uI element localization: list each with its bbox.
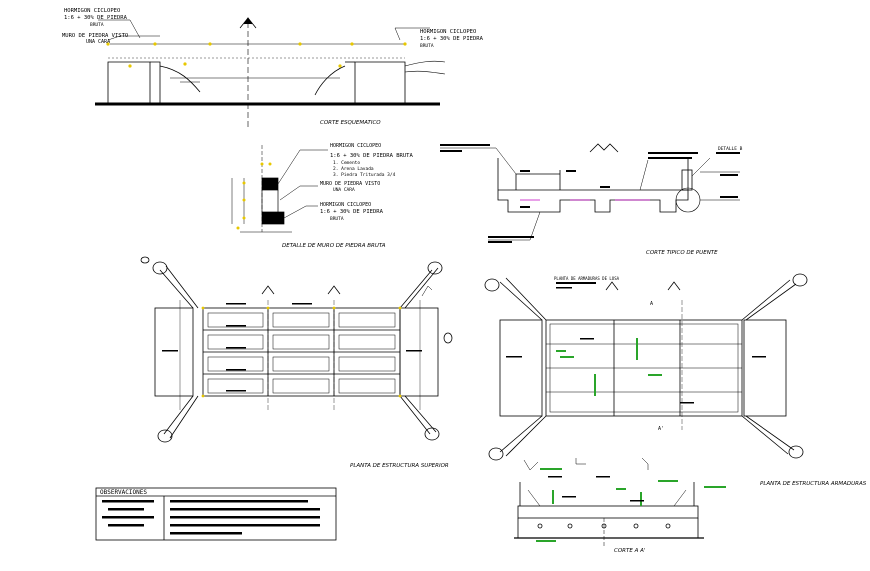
planta-armaduras-sub: PLANTA DE ARMADURAS DE LOSA — [554, 276, 620, 281]
detalle-muro-l4: 2. Arena Lavada — [333, 166, 374, 172]
detalle-muro-l2: 1:6 + 30% DE PIEDRA BRUTA — [330, 153, 413, 159]
corte-esquematico-label-left-3: BRUTA — [90, 22, 104, 28]
planta-superior-title: PLANTA DE ESTRUCTURA SUPERIOR — [350, 463, 449, 469]
detalle-muro-l3: 1. Cemento — [333, 160, 360, 166]
observaciones-text-marks — [102, 500, 320, 535]
detalle-muro-l7: UNA CARA — [333, 187, 355, 193]
detalle-muro-l10: BRUTA — [330, 216, 344, 222]
detalle-muro-l1: HORMIGON CICLOPEO — [330, 143, 381, 149]
corte-aa-text-marks — [548, 476, 644, 502]
planta-armaduras-green — [556, 338, 662, 396]
corte-esquematico-label-left-2: 1:6 + 30% DE PIEDRA — [64, 15, 128, 21]
corte-aa — [514, 457, 704, 548]
corte-tipico — [440, 143, 740, 241]
detalle-muro-title: DETALLE DE MURO DE PIEDRA BRUTA — [282, 243, 386, 249]
corte-esquematico — [95, 17, 446, 128]
corte-esquematico-label-left-5: UNA CARA — [86, 39, 110, 45]
corte-mark-a: A — [650, 301, 653, 307]
detalle-muro — [231, 145, 328, 233]
corte-esquematico-nodes — [106, 42, 407, 68]
corte-esquematico-label-left-4: MURO DE PIEDRA VISTO — [62, 33, 128, 39]
corte-esquematico-label-left-1: HORMIGON CICLOPEO — [64, 8, 120, 14]
corte-aa-title: CORTE A A' — [614, 548, 645, 554]
corte-tipico-title: CORTE TIPICO DE PUENTE — [646, 250, 718, 256]
corte-aa-green — [536, 468, 726, 542]
observaciones-table — [95, 487, 337, 541]
corte-esquematico-label-right-3: BRUTA — [420, 43, 434, 49]
corte-mark-a2: A' — [658, 426, 664, 432]
detalle-muro-l8: HORMIGON CICLOPEO — [320, 202, 371, 208]
detalle-muro-l5: 3. Piedra Triturada 3/4 — [333, 172, 396, 178]
planta-armaduras — [484, 273, 808, 471]
corte-tipico-text-marks — [440, 144, 740, 243]
detalle-muro-nodes — [236, 162, 272, 230]
corte-tipico-detail: DETALLE B — [718, 146, 743, 152]
detalle-muro-l6: MURO DE PIEDRA VISTO — [320, 181, 380, 187]
planta-superior-nodes — [201, 306, 402, 398]
corte-esquematico-label-right-1: HORMIGON CICLOPEO — [420, 29, 476, 35]
planta-armaduras-title: PLANTA DE ESTRUCTURA ARMADURAS — [760, 481, 867, 487]
planta-armaduras-text-marks — [506, 282, 766, 404]
corte-esquematico-label-right-2: 1:6 + 30% DE PIEDRA — [420, 36, 484, 42]
planta-superior-text-marks — [162, 303, 422, 392]
observaciones-header: OBSERVACIONES — [100, 489, 147, 496]
planta-superior — [140, 256, 453, 443]
corte-esquematico-title: CORTE ESQUEMATICO — [320, 120, 381, 126]
detalle-muro-l9: 1:6 + 30% DE PIEDRA — [320, 209, 384, 215]
